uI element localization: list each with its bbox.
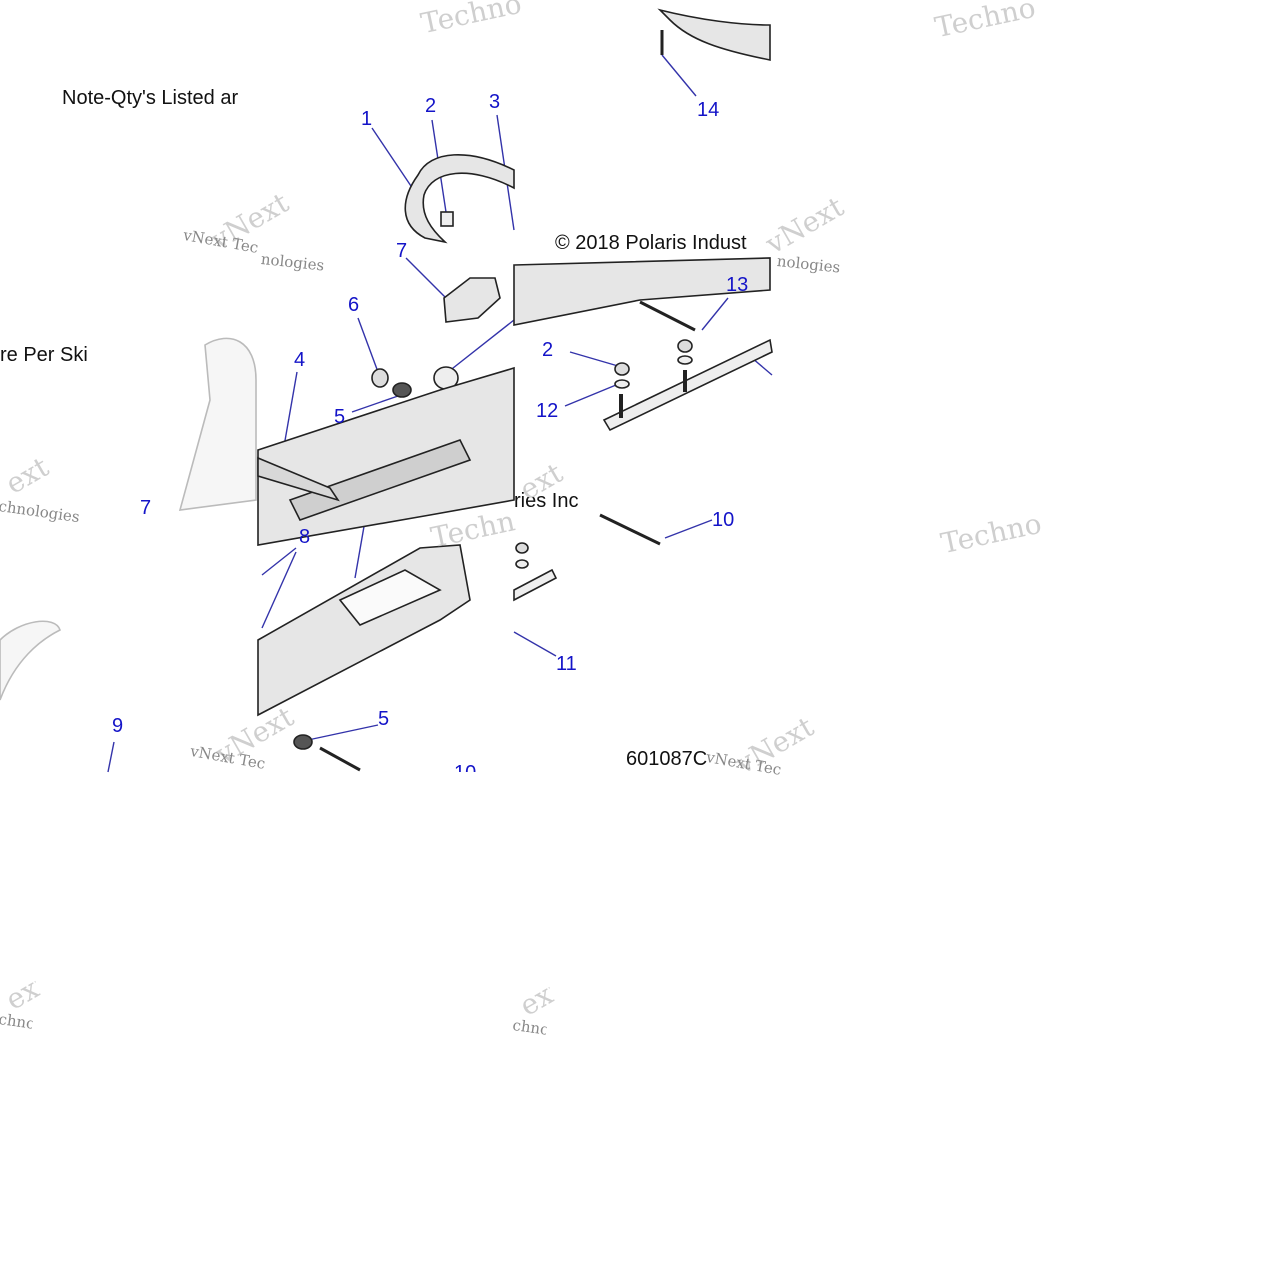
- callout-9: 9: [112, 715, 124, 737]
- callout-5b: 5: [378, 708, 390, 730]
- callout-10: 10: [712, 509, 735, 531]
- callout-2b: 2: [542, 339, 554, 361]
- callout-7b: 7: [140, 497, 152, 519]
- leader-8b: [261, 551, 297, 629]
- callout-1: 1: [361, 108, 373, 130]
- block-part: [440, 211, 454, 227]
- spindle-slot: [288, 439, 472, 521]
- ski-left-outline: [178, 337, 257, 511]
- wear-pad: [443, 277, 501, 323]
- nut-13: [677, 339, 693, 353]
- callout-10b: 10: [454, 762, 476, 772]
- leader-13: [701, 297, 729, 331]
- leader-9: [107, 741, 115, 773]
- callout-7: 7: [396, 240, 408, 262]
- callout-4: 4: [294, 349, 306, 371]
- copyright-notice-cont: ries Inc: [514, 490, 579, 512]
- part-code: 601087C: [626, 748, 708, 770]
- callout-12: 12: [536, 400, 559, 422]
- washer-5b: [293, 734, 313, 750]
- leader-7a: [405, 257, 447, 299]
- carbide-runner: [602, 338, 773, 432]
- ski-loop: [404, 153, 515, 244]
- callout-14: 14: [697, 99, 720, 121]
- callout-6: 6: [348, 294, 360, 316]
- leader-10: [664, 519, 713, 539]
- callout-11: 11: [556, 653, 577, 675]
- ski-pocket: [338, 569, 442, 626]
- callout-5: 5: [334, 406, 346, 428]
- callout-3: 3: [489, 91, 501, 113]
- leader-3b: [447, 319, 515, 373]
- note-per-ski: re Per Ski: [0, 344, 88, 366]
- nut-6: [371, 368, 389, 388]
- leader-8a: [261, 547, 297, 576]
- copyright-notice: © 2018 Polaris Indust: [555, 232, 747, 254]
- ski-top-right: [513, 257, 771, 326]
- runner-lower: [513, 568, 558, 602]
- leader-11: [513, 631, 557, 657]
- leader-2b: [569, 351, 619, 367]
- callout-8: 8: [299, 526, 311, 548]
- ski-body: [257, 544, 471, 717]
- leader-6: [357, 317, 379, 373]
- bolt-10: [599, 513, 661, 546]
- nut-2b: [614, 362, 630, 376]
- pivot-bolt: [257, 456, 340, 502]
- washer-lower: [515, 559, 529, 569]
- washer-12: [614, 379, 630, 389]
- ski-tip-top: [657, 8, 771, 61]
- nut-lower: [515, 542, 529, 554]
- ski-left-tip: [0, 620, 61, 701]
- washer-5: [392, 382, 412, 398]
- note-qty-left: Note-Qty's Listed ar: [62, 87, 239, 109]
- leader-12: [564, 384, 617, 407]
- callout-2: 2: [425, 95, 437, 117]
- leader-1: [371, 127, 416, 193]
- leader-5b: [307, 724, 379, 741]
- leader-14: [661, 54, 697, 97]
- callout-13: 13: [726, 274, 749, 296]
- washer-13: [677, 355, 693, 365]
- bolt-13: [639, 300, 696, 332]
- leader-5: [351, 395, 399, 413]
- bolt-bottom: [319, 746, 361, 772]
